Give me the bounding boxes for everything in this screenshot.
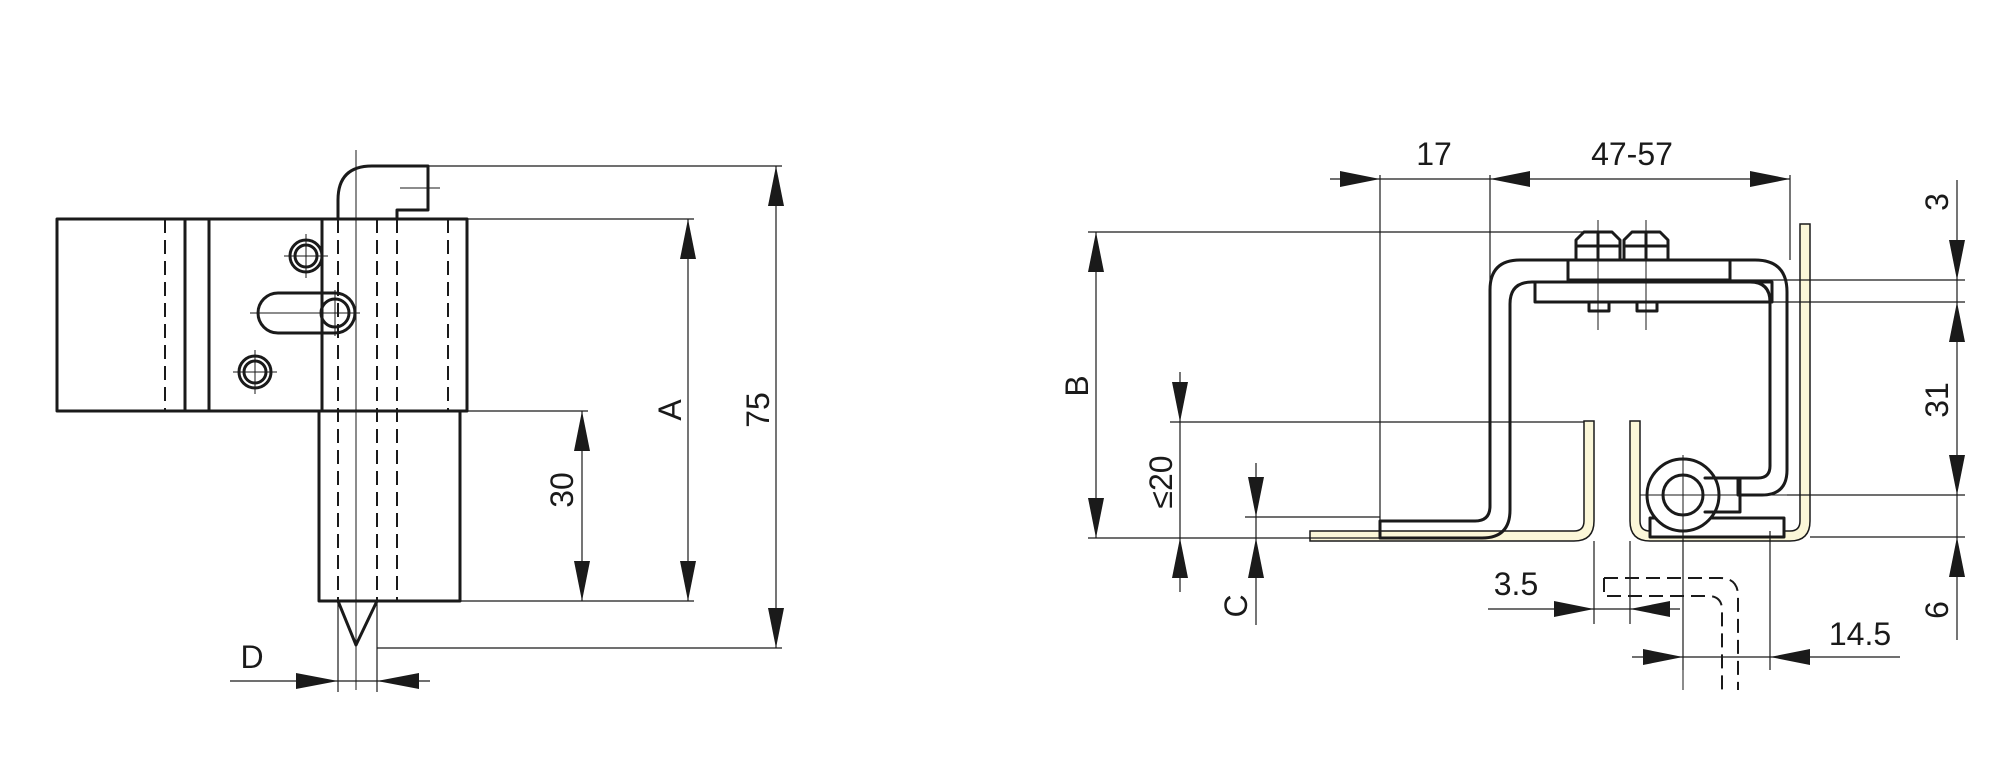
panel-right bbox=[1629, 223, 1811, 542]
label-31: 31 bbox=[1919, 382, 1955, 418]
dimension-3-5 bbox=[1488, 541, 1680, 624]
dimension-le20 bbox=[1170, 372, 1584, 592]
label-D: D bbox=[240, 639, 263, 675]
label-3-5: 3.5 bbox=[1494, 566, 1538, 602]
right-view: 17 47-57 B ≤20 C 3 31 6 3.5 14.5 bbox=[1059, 136, 1965, 690]
panel-left bbox=[1309, 420, 1595, 542]
dimension-17-47-57 bbox=[1330, 171, 1791, 538]
slot-hole bbox=[250, 290, 360, 336]
dimension-D bbox=[230, 601, 430, 692]
clamp-plate bbox=[1533, 280, 1774, 304]
screw-hole-top bbox=[284, 234, 328, 278]
left-view: 75 A 30 D bbox=[55, 150, 784, 692]
hidden-pin bbox=[1603, 577, 1739, 690]
label-30: 30 bbox=[544, 472, 580, 508]
dimension-14-5 bbox=[1632, 531, 1900, 670]
label-47-57: 47-57 bbox=[1591, 136, 1673, 172]
hinge-knuckle bbox=[1640, 455, 1840, 690]
label-17: 17 bbox=[1416, 136, 1452, 172]
dimension-75 bbox=[377, 165, 784, 649]
label-B: B bbox=[1059, 375, 1095, 396]
hinge-barrel bbox=[317, 409, 462, 603]
label-A: A bbox=[652, 399, 688, 421]
label-3: 3 bbox=[1919, 193, 1955, 211]
label-le20: ≤20 bbox=[1143, 455, 1179, 508]
pin-point bbox=[336, 599, 379, 647]
dimension-C bbox=[1245, 463, 1380, 625]
label-75: 75 bbox=[740, 392, 776, 428]
label-14-5: 14.5 bbox=[1829, 616, 1891, 652]
dimension-B bbox=[1088, 231, 1598, 539]
dimension-30 bbox=[467, 410, 590, 601]
dimension-3-31-6 bbox=[1730, 180, 1965, 640]
dimension-A bbox=[460, 218, 696, 602]
label-6: 6 bbox=[1919, 601, 1955, 619]
top-plate bbox=[1566, 258, 1732, 282]
pin-hook bbox=[336, 164, 430, 221]
screw-hole-bottom bbox=[233, 350, 277, 394]
label-C: C bbox=[1218, 594, 1254, 617]
